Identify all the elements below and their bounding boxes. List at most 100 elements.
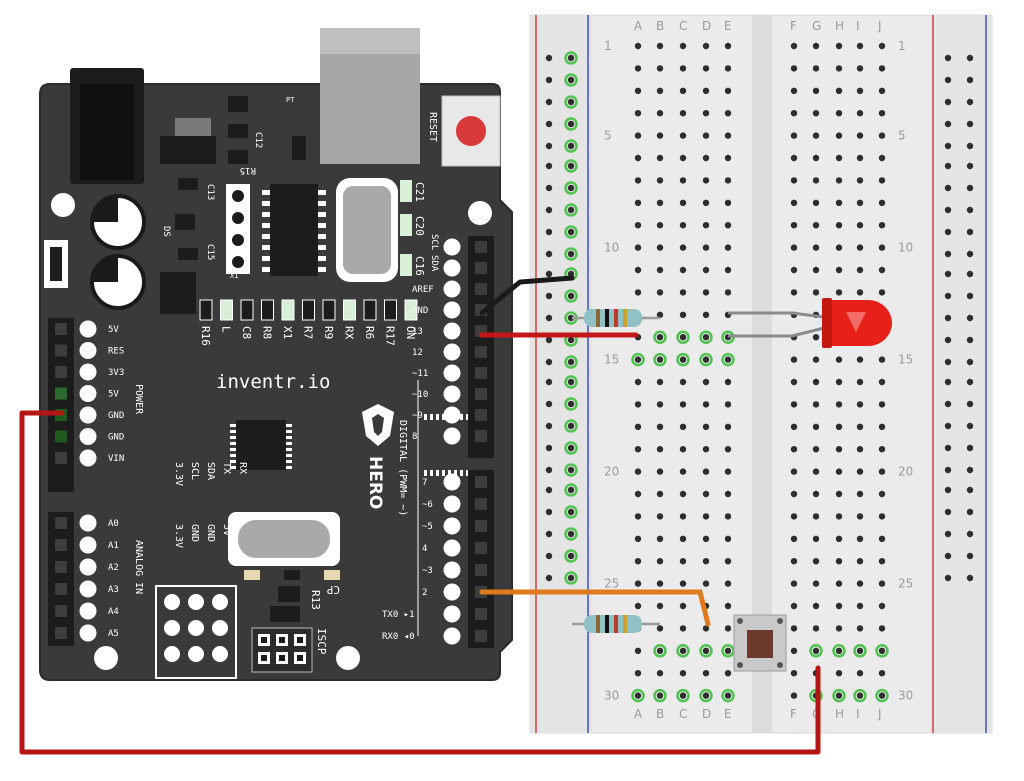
breadboard-hole: [702, 513, 710, 520]
breadboard-hole: [724, 110, 732, 117]
row-number: 5: [898, 129, 906, 143]
header-pin: [212, 594, 228, 610]
breadboard-hole: [724, 535, 732, 542]
breadboard-hole: [835, 266, 843, 274]
breadboard-hole: [679, 110, 687, 117]
chip-leg: [262, 245, 270, 250]
breadboard-hole: [812, 356, 820, 363]
column-letter: D: [702, 19, 711, 33]
rail-hole: [966, 486, 974, 494]
breadboard-hole: [856, 401, 864, 408]
rail-hole: [545, 292, 553, 300]
smd-led-label: R16: [199, 326, 212, 346]
mcu-leg: [286, 454, 292, 457]
silk-legend: GND: [205, 524, 216, 542]
mounting-hole: [51, 193, 75, 217]
analog-pin-label: A2: [108, 563, 119, 573]
smd-led-label: X1: [281, 326, 294, 339]
pin-pad: [79, 428, 97, 445]
breadboard-hole: [679, 177, 687, 184]
rail-hole: [966, 422, 974, 430]
breadboard-hole: [812, 199, 820, 206]
rail-hole-active: [564, 441, 578, 455]
column-letter: B: [656, 707, 664, 721]
breadboard-hole: [812, 513, 820, 520]
rail-hole-active: [564, 73, 578, 87]
usb-chip: [270, 184, 318, 276]
breadboard-hole: [702, 647, 710, 654]
silk-legend: 5V: [221, 524, 232, 536]
breadboard-hole: [790, 670, 798, 677]
header-socket: [475, 388, 487, 400]
breadboard-hole: [702, 356, 710, 363]
breadboard-hole: [679, 65, 687, 72]
breadboard-hole: [790, 625, 798, 632]
column-letter: D: [702, 707, 711, 721]
power-pin-label: VIN: [108, 454, 124, 464]
breadboard-hole: [835, 378, 843, 386]
rail-hole: [567, 508, 575, 516]
analog-pin-label: A0: [108, 519, 119, 529]
breadboard-hole: [656, 65, 664, 72]
header-pin: [188, 646, 204, 662]
rail-hole: [966, 76, 974, 84]
breadboard-hole: [812, 446, 820, 453]
breadboard-hole: [702, 423, 710, 430]
breadboard-hole: [724, 558, 732, 565]
breadboard-hole: [878, 177, 886, 184]
rail-hole: [545, 358, 553, 366]
breadboard-hole: [856, 87, 864, 95]
mcu-leg: [448, 470, 451, 476]
breadboard-hole: [856, 42, 864, 50]
breadboard-hole: [656, 87, 664, 95]
chip-leg: [262, 256, 270, 261]
rail-hole: [545, 120, 553, 128]
breadboard-hole: [878, 154, 886, 162]
rail-hole-active: [564, 203, 578, 217]
smd-led-label: R17: [384, 326, 397, 346]
smd-part: [178, 178, 198, 190]
pin-pad: [443, 259, 461, 277]
smd-led: [322, 299, 336, 321]
chip-leg: [262, 267, 270, 272]
rail-hole: [966, 314, 974, 322]
pin-pad: [79, 536, 97, 554]
icsp-label: ISCP: [315, 628, 328, 655]
header-socket: [55, 627, 67, 639]
breadboard-hole: [835, 580, 843, 587]
resistor-bands: [596, 615, 627, 633]
smd-led: [302, 299, 315, 321]
header-3x3-pins: [164, 594, 228, 662]
header-socket: [55, 561, 67, 573]
breadboard-hole-active: [631, 688, 645, 703]
breadboard-hole: [679, 558, 687, 565]
column-letter: C: [679, 19, 687, 33]
rail-hole: [545, 574, 553, 582]
rail-hole: [567, 444, 575, 452]
chip-leg: [262, 190, 270, 195]
breadboard-hole: [634, 266, 642, 274]
breadboard-hole: [812, 110, 820, 117]
mcu-leg: [286, 460, 292, 463]
header-pin: [188, 620, 204, 636]
breadboard-hole: [724, 222, 732, 229]
breadboard-hole: [835, 65, 843, 72]
breadboard-hole: [790, 154, 798, 162]
breadboard-hole: [634, 513, 642, 520]
rail-hole: [567, 162, 575, 170]
header-pin: [212, 646, 228, 662]
breadboard-hole: [702, 132, 710, 139]
rail-hole-active: [564, 139, 578, 153]
breadboard-hole: [835, 356, 843, 363]
rail-hole: [944, 76, 952, 84]
breadboard-hole: [835, 670, 843, 677]
gnd-wire: [479, 275, 575, 316]
resistor-band: [596, 309, 600, 327]
rail-hole: [545, 336, 553, 344]
header-pin: [164, 646, 180, 662]
smd-led-label: C8: [240, 326, 253, 339]
header-pin: [232, 234, 244, 246]
smd-part: [270, 606, 300, 622]
